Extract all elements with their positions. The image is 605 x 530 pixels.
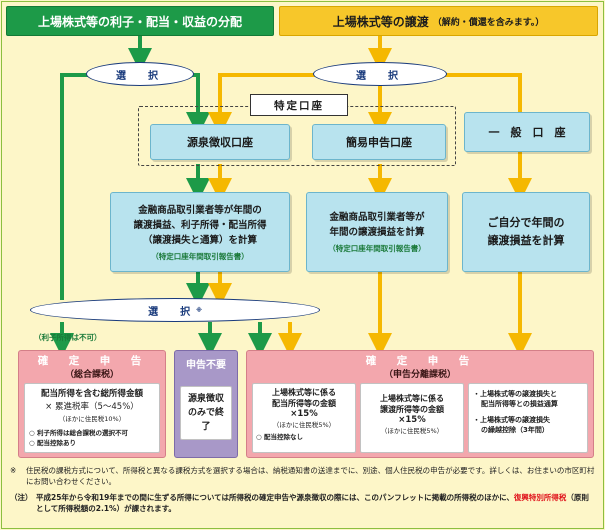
bunri-card1-bullet-text: 配当控除なし	[263, 433, 303, 441]
bunri-card2-line4: （ほかに住民税5%）	[380, 427, 444, 435]
bunri-card3-b2b: の繰越控除（3年間）	[481, 426, 549, 434]
bunri-sub-text: （申告分離課税）	[383, 370, 456, 380]
bunri-card3-b1a: ・上場株式等の譲渡損失と	[473, 390, 557, 398]
sogo-line2: × 累進税率（5～45%）	[45, 402, 139, 412]
bunri-card1-bullet: ○ 配当控除なし	[256, 433, 303, 441]
sogo-bullet1-text: 利子所得は総合課税の選択不可	[36, 429, 128, 437]
bunri-card-loss: ・上場株式等の譲渡損失と 配当所得等との損益通算 ・上場株式等の譲渡損失 の繰越…	[468, 383, 588, 453]
calc-kani-line1: 金融商品取引業者等が	[329, 212, 425, 223]
sogo-line1: 配当所得を含む総所得金額	[40, 389, 143, 399]
calc-gensen-note: （特定口座年間取引報告書）	[151, 251, 249, 261]
footnote2-red: 復興特別所得税	[513, 493, 567, 502]
bunri-head-text: 確 定 申 告	[365, 355, 475, 367]
bunri-head: 確 定 申 告	[246, 353, 594, 368]
bunri-card1-line4: （ほかに住民税5%）	[272, 421, 336, 429]
footnote2-mark: （注）	[10, 493, 33, 502]
bunri-card3-b1a-text: 上場株式等の譲渡損失と	[480, 390, 557, 398]
calc-kani-line2: 年間の譲渡損益を計算	[329, 227, 425, 238]
select-right-label: 選 択	[356, 70, 404, 82]
sogo-head: 確 定 申 告	[18, 353, 166, 368]
sogo-card: 配当所得を含む総所得金額 × 累進税率（5～45%） （ほかに住民税10%） ○…	[24, 383, 160, 453]
shinkoku-fuyo-card: 源泉徴収のみで終了	[180, 386, 232, 440]
calc-kani-box: 金融商品取引業者等が 年間の譲渡損益を計算 （特定口座年間取引報告書）	[306, 192, 448, 272]
ippan-koza-label: 一 般 口 座	[488, 126, 566, 139]
footnote-reconstruction-tax: （注） 平成25年から令和19年までの間に生ずる所得については所得税の確定申告や…	[10, 492, 596, 514]
sogo-bullet1: ○ 利子所得は総合課税の選択不可	[29, 429, 128, 437]
header-dividend-label: 上場株式等の利子・配当・収益の分配	[37, 14, 242, 29]
calc-gensen-line1: 金融商品取引業者等が年間の	[138, 204, 262, 216]
gensen-koza-label: 源泉徴収口座	[187, 136, 253, 149]
header-stock-transfer: 上場株式等の譲渡 （解約・償還を含みます。）	[279, 6, 598, 36]
shinkoku-fuyo-body: 源泉徴収のみで終了	[187, 394, 224, 432]
kani-koza-box: 簡易申告口座	[312, 124, 446, 160]
shinkoku-fuyo-head-text: 申告不要	[186, 360, 226, 371]
select-left-label: 選 択	[116, 70, 164, 82]
calc-ippan-box: ご自分で年間の 譲渡損益を計算	[462, 192, 590, 272]
bunri-card3-b2a-text: 上場株式等の譲渡損失	[480, 416, 550, 424]
select-mid-note: （利子所得は不可）	[34, 332, 102, 343]
calc-kani-note: （特定口座年間取引報告書）	[328, 244, 426, 253]
footnote1-mark: ※	[10, 466, 17, 475]
sogo-sub: （総合課税）	[18, 367, 166, 380]
bunri-card-dividend: 上場株式等に係る 配当所得等の金額 ×15% （ほかに住民税5%） ○ 配当控除…	[252, 383, 356, 453]
calc-ippan-line2: 譲渡損益を計算	[487, 234, 565, 247]
bunri-card3-b2a: ・上場株式等の譲渡損失	[473, 416, 550, 424]
bunri-card2-line3: ×15%	[398, 415, 426, 425]
bunri-sub: （申告分離課税）	[246, 367, 594, 380]
select-oval-right: 選 択	[313, 62, 447, 86]
sogo-sub-text: （総合課税）	[64, 370, 119, 380]
footnote2-pre: 平成25年から令和19年までの間に生ずる所得については所得税の確定申告や源泉徴収…	[36, 493, 514, 502]
bunri-card1-line3: ×15%	[290, 409, 318, 419]
calc-gensen-line3: （譲渡損失と通算）を計算	[142, 234, 257, 246]
bunri-card1-line2: 配当所得等の金額	[272, 399, 336, 408]
sogo-bullet2: ○ 配当控除あり	[29, 439, 76, 447]
sogo-line3: （ほかに住民税10%）	[58, 415, 126, 423]
sogo-head-text: 確 定 申 告	[37, 355, 147, 367]
select-oval-mid: 選 択※	[30, 298, 320, 322]
header-transfer-label: 上場株式等の譲渡	[332, 14, 429, 29]
calc-gensen-line2: 譲渡損益、利子所得・配当所得	[133, 219, 267, 231]
bunri-card1-line1: 上場株式等に係る	[272, 388, 336, 397]
bunri-card2-line1: 上場株式等に係る	[380, 394, 444, 403]
footnote2-body: 平成25年から令和19年までの間に生ずる所得については所得税の確定申告や源泉徴収…	[36, 492, 596, 514]
kani-koza-label: 簡易申告口座	[346, 136, 412, 149]
select-oval-left: 選 択	[86, 62, 194, 86]
footnote-residence-tax: ※ 住民税の課税方式について、所得税と異なる課税方式を選択する場合は、納税通知書…	[10, 465, 596, 487]
tokutei-koza-text: 特定口座	[274, 99, 324, 112]
select-mid-footnote-mark: ※	[196, 306, 202, 314]
bunri-card3-b1b: 配当所得等との損益通算	[481, 400, 558, 408]
ippan-koza-box: 一 般 口 座	[464, 112, 590, 152]
footnote1-text: 住民税の課税方式について、所得税と異なる課税方式を選択する場合は、納税通知書の送…	[26, 466, 595, 486]
shinkoku-fuyo-head: 申告不要	[174, 356, 238, 371]
sogo-bullet2-text: 配当控除あり	[36, 439, 76, 447]
header-dividend-income: 上場株式等の利子・配当・収益の分配	[6, 6, 274, 36]
tokutei-koza-label: 特定口座	[250, 94, 348, 116]
select-mid-label: 選 択	[148, 306, 197, 318]
bunri-card-transfer: 上場株式等に係る 譲渡所得等の金額 ×15% （ほかに住民税5%）	[360, 383, 464, 453]
footnote2-post: （原則として所得税額の2.1%）が課されます。	[36, 493, 589, 513]
header-transfer-sub: （解約・償還を含みます。）	[432, 17, 545, 28]
gensen-koza-box: 源泉徴収口座	[150, 124, 290, 160]
select-mid-note-text: （利子所得は不可）	[34, 333, 102, 342]
bunri-card2-line2: 譲渡所得等の金額	[380, 405, 444, 414]
calc-ippan-line1: ご自分で年間の	[487, 216, 565, 229]
calc-gensen-box: 金融商品取引業者等が年間の 譲渡損益、利子所得・配当所得 （譲渡損失と通算）を計…	[110, 192, 290, 272]
